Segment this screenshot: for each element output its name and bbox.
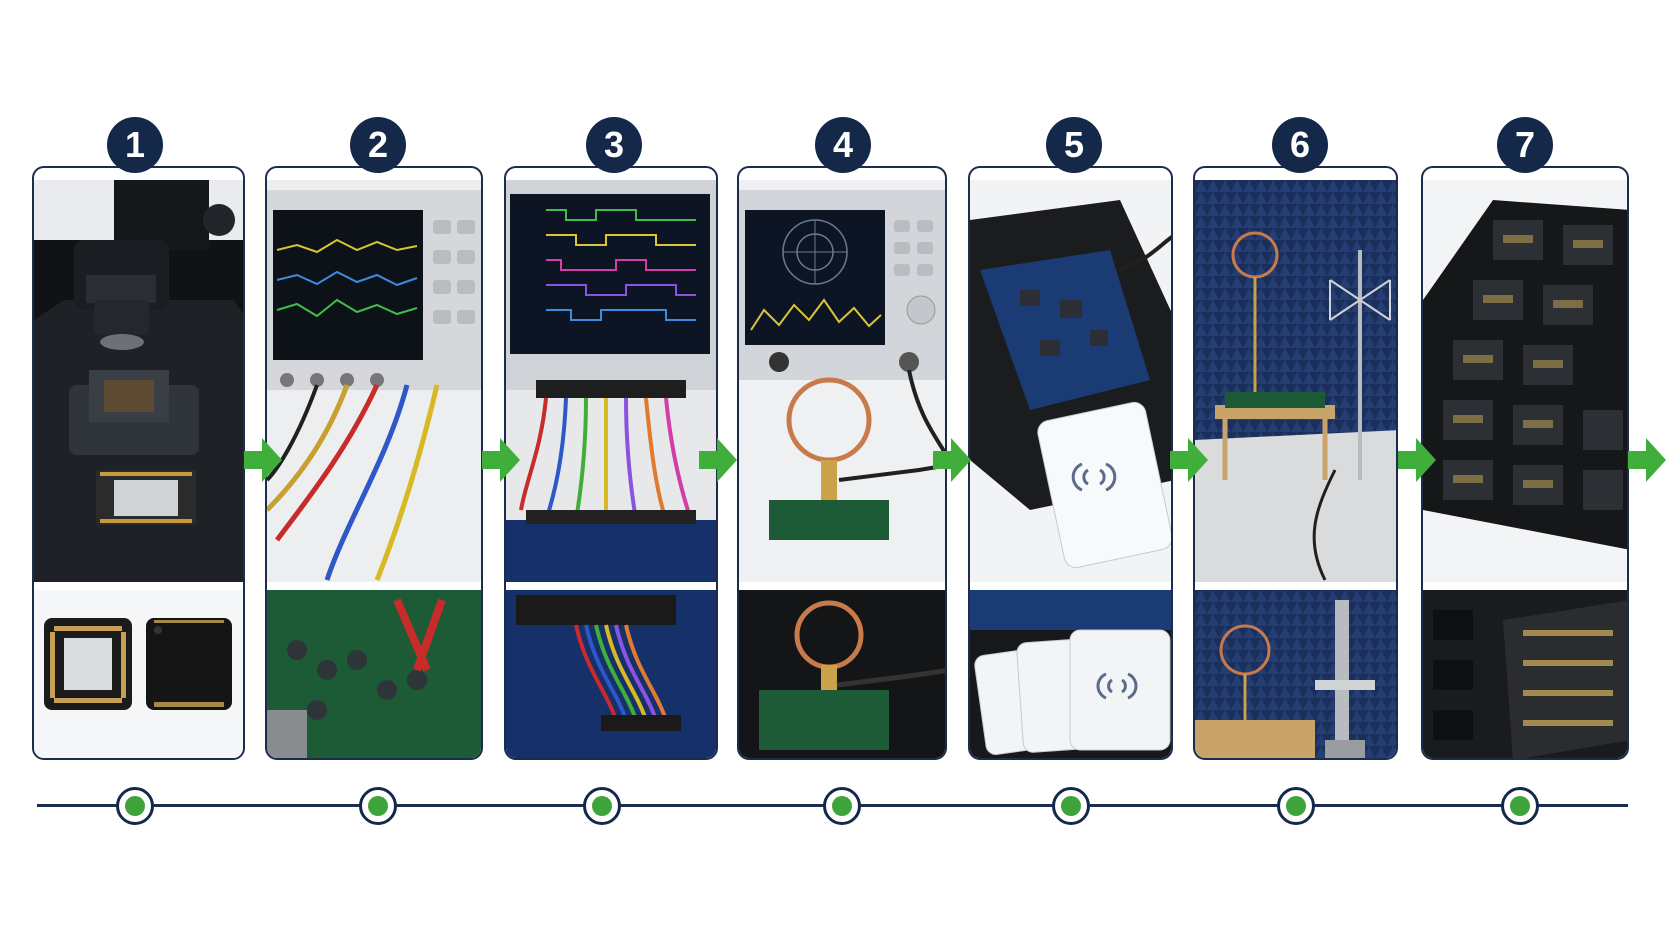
microscope-chip-icon bbox=[34, 180, 243, 582]
step-number-badge: 5 bbox=[1046, 117, 1102, 173]
step-card bbox=[504, 166, 718, 760]
arrow-right-icon bbox=[699, 438, 737, 482]
tray-closeup-icon bbox=[1423, 590, 1627, 758]
antenna-mast-icon bbox=[1195, 590, 1396, 758]
arrow-right-icon bbox=[1398, 438, 1436, 482]
step-number-badge: 3 bbox=[586, 117, 642, 173]
step-card bbox=[968, 166, 1173, 760]
timeline-dot bbox=[583, 787, 621, 825]
step-card bbox=[32, 166, 245, 760]
step-number-badge: 1 bbox=[107, 117, 163, 173]
step-card bbox=[1421, 166, 1629, 760]
arrow-right-icon bbox=[482, 438, 520, 482]
pcb-probe-icon bbox=[267, 590, 481, 758]
step-card bbox=[737, 166, 947, 760]
timeline-dot bbox=[1277, 787, 1315, 825]
spectrum-analyzer-loop-icon bbox=[739, 180, 945, 582]
qfn-chip-icon bbox=[34, 590, 243, 758]
timeline-dot bbox=[1501, 787, 1539, 825]
step-number-badge: 6 bbox=[1272, 117, 1328, 173]
step-card bbox=[265, 166, 483, 760]
arrow-right-icon bbox=[1628, 438, 1666, 482]
module-tray-icon bbox=[1423, 180, 1627, 582]
arrow-right-icon bbox=[1170, 438, 1208, 482]
arrow-right-icon bbox=[244, 438, 282, 482]
timeline-dot bbox=[116, 787, 154, 825]
loop-antenna-icon bbox=[739, 590, 945, 758]
ribbon-cable-icon bbox=[506, 590, 716, 758]
logic-analyzer-icon bbox=[506, 180, 716, 582]
arrow-right-icon bbox=[933, 438, 971, 482]
step-number-badge: 4 bbox=[815, 117, 871, 173]
timeline-dot bbox=[359, 787, 397, 825]
timeline-dot bbox=[823, 787, 861, 825]
step-card bbox=[1193, 166, 1398, 760]
reader-fixture-card-icon bbox=[970, 180, 1171, 582]
step-number-badge: 2 bbox=[350, 117, 406, 173]
anechoic-chamber-icon bbox=[1195, 180, 1396, 582]
step-number-badge: 7 bbox=[1497, 117, 1553, 173]
rfid-cards-icon bbox=[970, 590, 1171, 758]
timeline-dot bbox=[1052, 787, 1090, 825]
oscilloscope-probes-icon bbox=[267, 180, 481, 582]
